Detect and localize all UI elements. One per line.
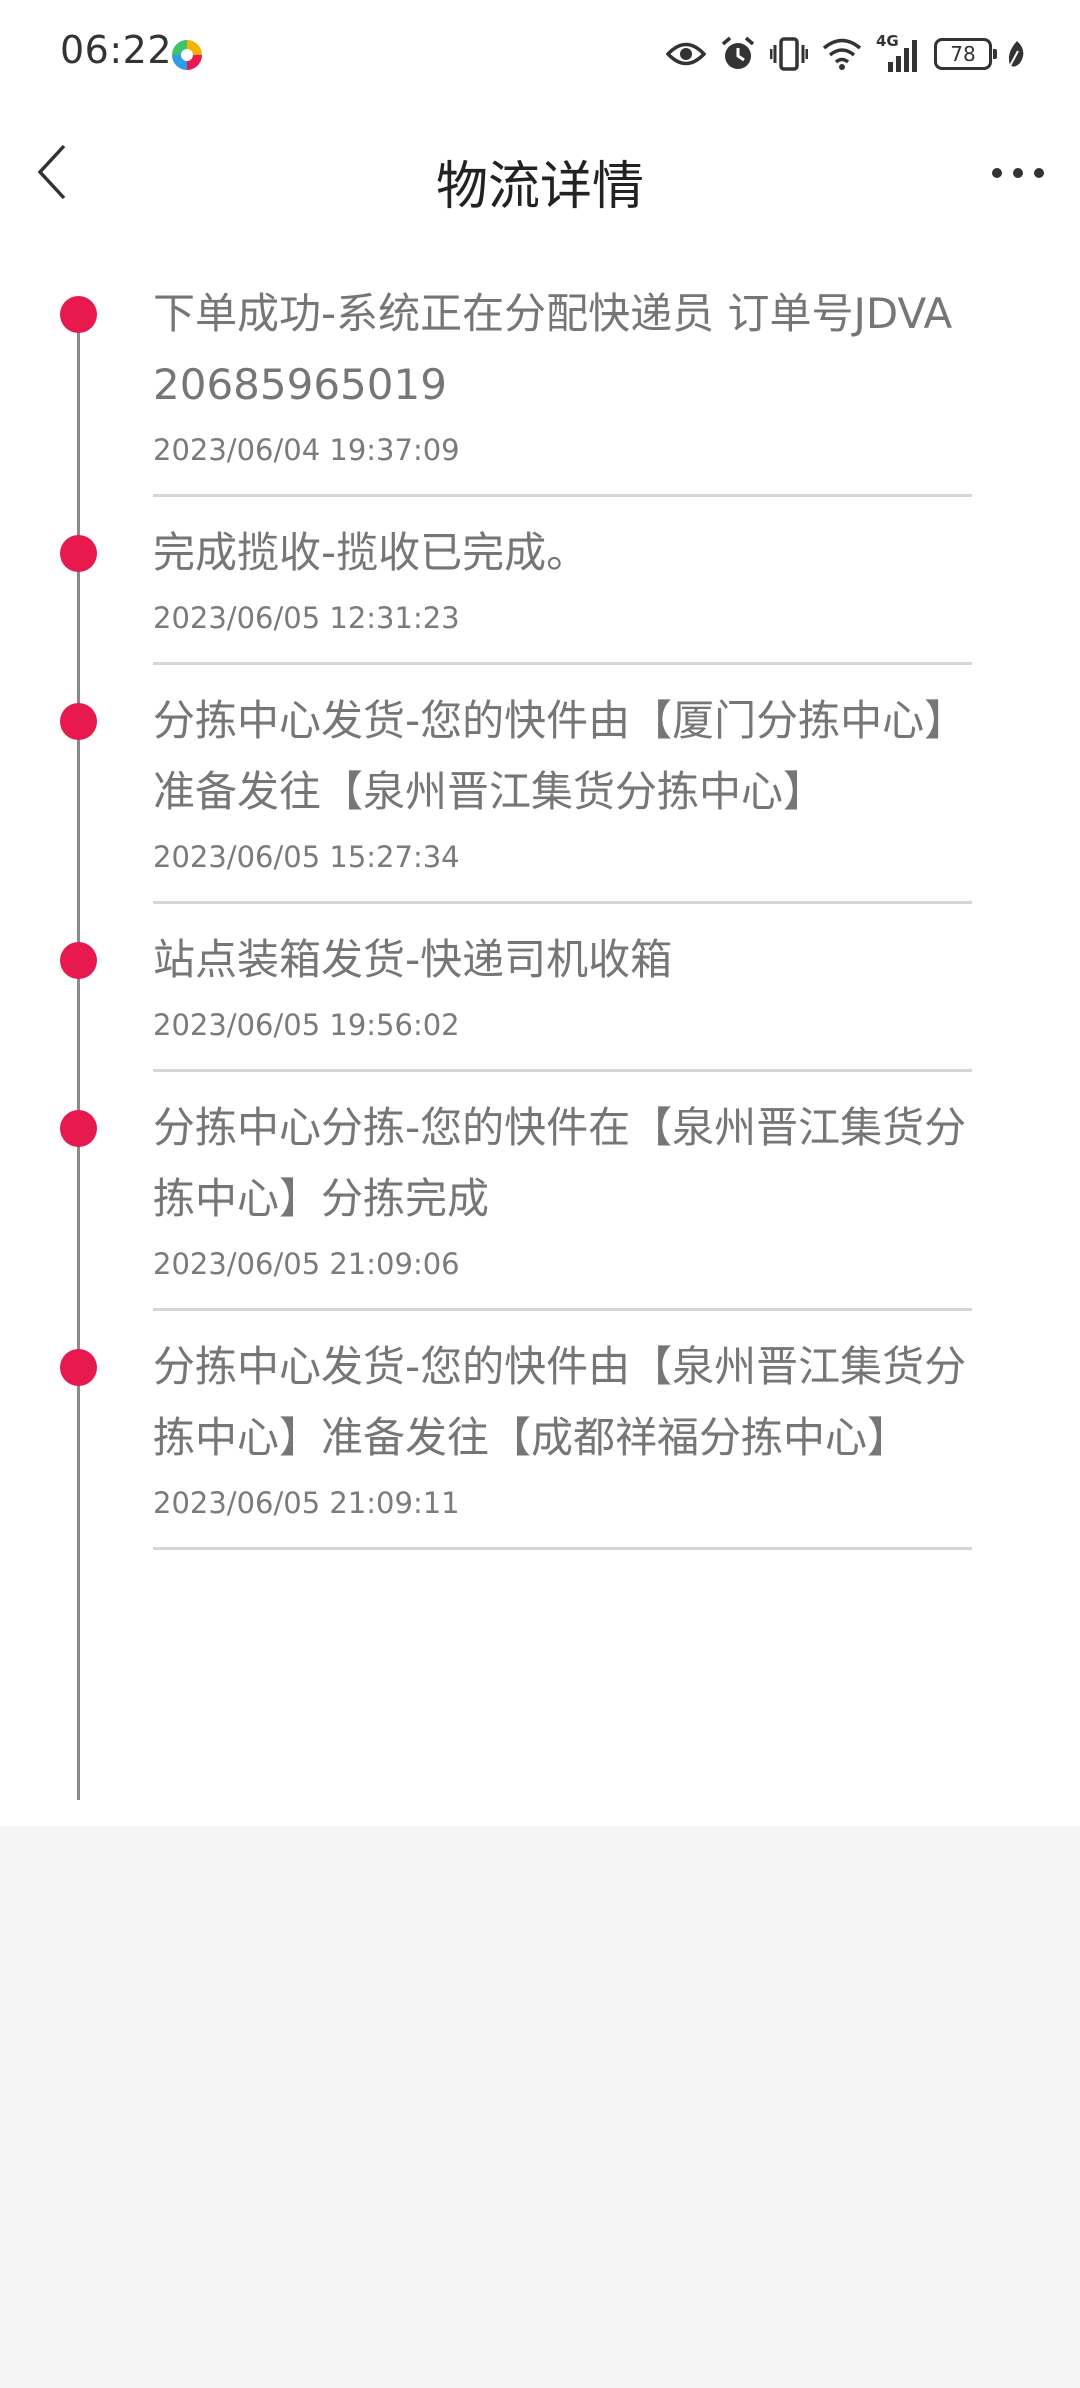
timeline-dot bbox=[60, 942, 97, 979]
event-divider bbox=[153, 1308, 972, 1311]
app-notification-icon bbox=[172, 40, 202, 70]
eye-icon bbox=[666, 42, 706, 66]
timeline-dot bbox=[60, 296, 97, 333]
event-description: 站点装箱发货-快递司机收箱 bbox=[153, 935, 673, 984]
event-timestamp: 2023/06/04 19:37:09 bbox=[153, 433, 460, 467]
event-description: 分拣中心发货-您的快件由【厦门分拣中心】准备发往【泉州晋江集货分拣中心】 bbox=[153, 696, 967, 816]
timeline-event: 站点装箱发货-快递司机收箱 2023/06/05 19:56:02 bbox=[0, 904, 1080, 1072]
event-divider bbox=[153, 1547, 972, 1550]
event-description: 分拣中心分拣-您的快件在【泉州晋江集货分拣中心】分拣完成 bbox=[153, 1103, 967, 1223]
page-title: 物流详情 bbox=[435, 157, 644, 217]
leaf-icon bbox=[1008, 41, 1024, 67]
status-time: 06:22 bbox=[60, 28, 173, 72]
more-dots-icon bbox=[992, 168, 1044, 178]
vibrate-icon bbox=[770, 37, 808, 71]
timeline-dot bbox=[60, 1110, 97, 1147]
signal-icon: 4G bbox=[876, 32, 920, 74]
event-divider bbox=[153, 901, 972, 904]
content-area: 06:22 bbox=[0, 0, 1080, 1800]
battery-icon: 78 bbox=[934, 38, 997, 70]
event-timestamp: 2023/06/05 12:31:23 bbox=[153, 601, 460, 635]
event-divider bbox=[153, 1069, 972, 1072]
status-icons: 4G 78 bbox=[666, 30, 1028, 78]
nav-header: 物流详情 bbox=[0, 110, 1080, 240]
back-button[interactable] bbox=[22, 142, 82, 202]
status-bar: 06:22 bbox=[0, 0, 1080, 110]
network-type: 4G bbox=[876, 32, 899, 50]
wifi-icon bbox=[822, 38, 862, 70]
more-button[interactable] bbox=[986, 148, 1050, 198]
timeline-line bbox=[77, 316, 80, 1800]
timeline-event: 分拣中心发货-您的快件由【厦门分拣中心】准备发往【泉州晋江集货分拣中心】 202… bbox=[0, 665, 1080, 904]
event-divider bbox=[153, 662, 972, 665]
event-timestamp: 2023/06/05 19:56:02 bbox=[153, 1008, 460, 1042]
event-timestamp: 2023/06/05 21:09:06 bbox=[153, 1247, 460, 1281]
battery-level: 78 bbox=[950, 42, 976, 66]
chevron-left-icon bbox=[37, 144, 66, 200]
alarm-icon bbox=[721, 36, 755, 69]
event-description: 完成揽收-揽收已完成。 bbox=[153, 528, 589, 577]
timeline-dot bbox=[60, 703, 97, 740]
event-timestamp: 2023/06/05 21:09:11 bbox=[153, 1486, 460, 1520]
event-timestamp: 2023/06/05 15:27:34 bbox=[153, 840, 460, 874]
timeline-event: 完成揽收-揽收已完成。 2023/06/05 12:31:23 bbox=[0, 497, 1080, 665]
timeline-dot bbox=[60, 535, 97, 572]
logistics-timeline: 下单成功-系统正在分配快递员 订单号JDVA20685965019 2023/0… bbox=[0, 258, 1080, 1800]
event-list: 下单成功-系统正在分配快递员 订单号JDVA20685965019 2023/0… bbox=[0, 258, 1080, 1550]
timeline-event: 下单成功-系统正在分配快递员 订单号JDVA20685965019 2023/0… bbox=[0, 258, 1080, 497]
event-description: 分拣中心发货-您的快件由【泉州晋江集货分拣中心】准备发往【成都祥福分拣中心】 bbox=[153, 1342, 967, 1462]
timeline-event: 分拣中心分拣-您的快件在【泉州晋江集货分拣中心】分拣完成 2023/06/05 … bbox=[0, 1072, 1080, 1311]
event-description: 下单成功-系统正在分配快递员 订单号JDVA20685965019 bbox=[153, 289, 953, 409]
event-divider bbox=[153, 494, 972, 497]
timeline-event: 分拣中心发货-您的快件由【泉州晋江集货分拣中心】准备发往【成都祥福分拣中心】 2… bbox=[0, 1311, 1080, 1550]
timeline-dot bbox=[60, 1349, 97, 1386]
